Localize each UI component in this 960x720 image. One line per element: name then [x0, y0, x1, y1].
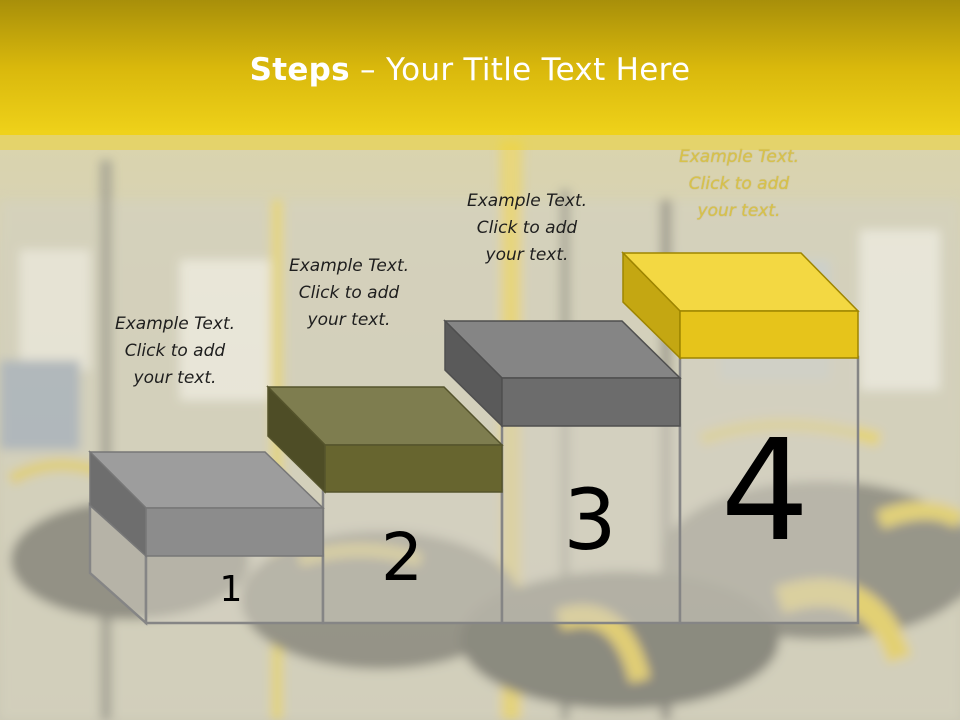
step-4-text[interactable]: Example Text. Click to add your text.	[678, 147, 800, 221]
step-2-block[interactable]	[266, 385, 504, 494]
title-rest: – Your Title Text Here	[349, 52, 691, 88]
step-4-riser	[678, 355, 860, 625]
step-3-block-front	[501, 377, 681, 427]
title-bold: Steps	[249, 52, 350, 88]
step-3-block[interactable]	[443, 319, 682, 428]
step-1-block-front	[145, 507, 324, 557]
step-2-block-front	[324, 444, 503, 493]
step-4-block[interactable]	[621, 251, 860, 360]
slide-title[interactable]: Steps – Your Title Text Here	[0, 52, 940, 88]
step-3-number: 3	[563, 471, 617, 569]
step-4-number: 4	[720, 410, 810, 573]
step-2-text[interactable]: Example Text. Click to add your text.	[288, 256, 410, 330]
step-2-number: 2	[381, 519, 423, 596]
step-1-text[interactable]: Example Text. Click to add your text.	[114, 314, 236, 388]
step-1-number: 1	[219, 569, 243, 610]
step-3-riser	[500, 423, 682, 625]
step-3-text[interactable]: Example Text. Click to add your text.	[466, 191, 588, 265]
step-1-block[interactable]	[88, 450, 325, 558]
step-4-block-front	[679, 310, 859, 359]
